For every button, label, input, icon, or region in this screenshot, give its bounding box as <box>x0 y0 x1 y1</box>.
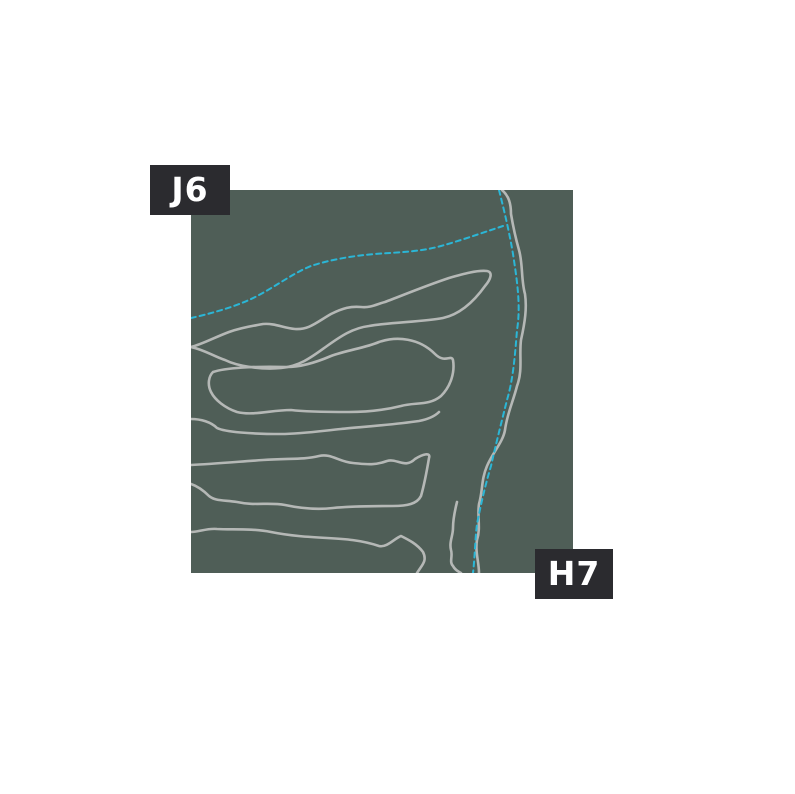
contour-loop <box>207 337 455 415</box>
contour-line <box>191 410 441 436</box>
map-canvas <box>191 190 573 573</box>
grid-label-bottom-right: H7 <box>535 549 613 599</box>
contour-line <box>449 500 463 573</box>
contour-line <box>191 453 431 511</box>
contour-line <box>191 527 426 573</box>
boundary-line <box>191 225 504 319</box>
map-tile[interactable] <box>191 190 573 573</box>
contour-line <box>191 269 492 370</box>
grid-label-top-left: J6 <box>150 165 230 215</box>
terrain-background <box>191 190 573 573</box>
boundary-line <box>472 190 520 573</box>
river-bank-line <box>475 190 528 573</box>
